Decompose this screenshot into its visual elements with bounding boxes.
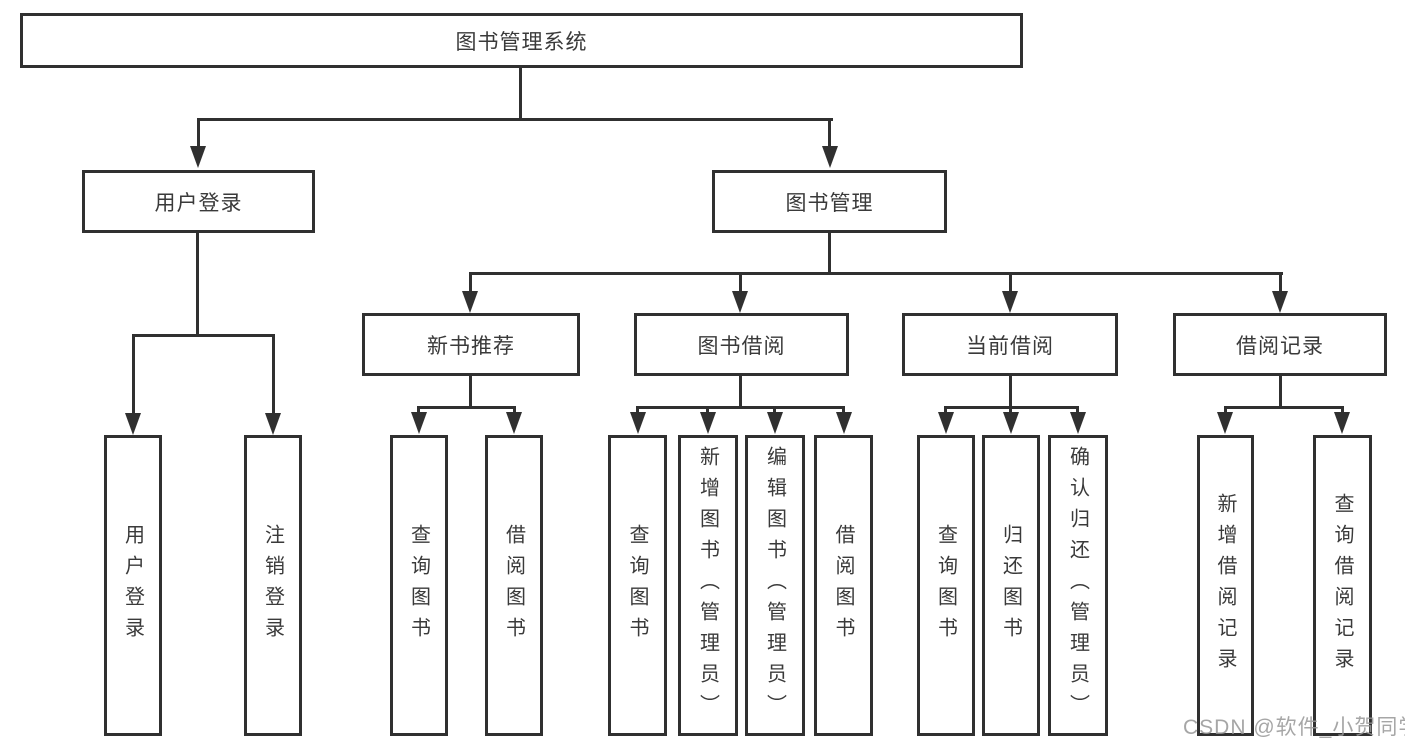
arrow-down-icon (506, 412, 522, 434)
node-new-book-recommend-label: 新书推荐 (427, 334, 515, 358)
node-user-login-label: 用户登录 (154, 191, 243, 215)
connector-stem-leaf (1341, 406, 1344, 414)
arrow-down-icon (732, 291, 748, 313)
connector-stem-leaf (513, 406, 516, 414)
connector-stem-leaf (132, 334, 135, 414)
csdn-watermark: CSDN @软件_小贺同学 (1183, 716, 1405, 739)
connector-records-split (1224, 406, 1344, 409)
node-borrow-records: 借阅记录 (1173, 313, 1387, 376)
arrow-down-icon (767, 412, 783, 434)
connector-stem-recommend (469, 272, 472, 294)
leaf-query-books-borrow: 查询图书 (608, 435, 667, 736)
arrow-down-icon (1334, 412, 1350, 434)
node-current-borrow-label: 当前借阅 (966, 334, 1054, 358)
connector-stem-records (1279, 272, 1282, 294)
connector-stem-leaf (842, 406, 845, 414)
node-current-borrow: 当前借阅 (902, 313, 1118, 376)
arrow-down-icon (700, 412, 716, 434)
connector-stem-leaf (417, 406, 420, 414)
leaf-confirm-return-admin-label: 确认归还（管理员） (1066, 446, 1089, 725)
connector-login-split (132, 334, 275, 337)
arrow-down-icon (1070, 412, 1086, 434)
node-book-management-label: 图书管理 (785, 191, 874, 215)
leaf-confirm-return-admin: 确认归还（管理员） (1048, 435, 1108, 736)
connector-stem-leaf (944, 406, 947, 414)
leaf-add-borrow-record: 新增借阅记录 (1197, 435, 1254, 736)
arrow-down-icon (938, 412, 954, 434)
leaf-query-books-borrow-label: 查询图书 (626, 523, 648, 648)
arrow-down-icon (1002, 291, 1018, 313)
leaf-borrow-books: 借阅图书 (814, 435, 873, 736)
connector-level2-split (197, 118, 833, 121)
arrow-down-icon (1003, 412, 1019, 434)
leaf-query-books-recommend: 查询图书 (390, 435, 448, 736)
leaf-query-borrow-record-label: 查询借阅记录 (1331, 492, 1353, 679)
leaf-borrow-books-recommend: 借阅图书 (485, 435, 543, 736)
node-book-management: 图书管理 (712, 170, 947, 233)
node-book-borrow: 图书借阅 (634, 313, 849, 376)
connector-records-stub (1279, 376, 1282, 409)
node-user-login: 用户登录 (82, 170, 315, 233)
connector-stem-leaf (1009, 406, 1012, 414)
connector-borrow-split (636, 406, 845, 409)
leaf-edit-book-admin: 编辑图书（管理员） (745, 435, 805, 736)
connector-stem-leaf (1224, 406, 1227, 414)
leaf-borrow-books-label: 借阅图书 (832, 523, 854, 648)
arrow-down-icon (265, 413, 281, 435)
connector-mgmt-stub (828, 230, 831, 275)
connector-current-stub (1009, 376, 1012, 409)
leaf-logout: 注销登录 (244, 435, 302, 736)
arrow-down-icon (836, 412, 852, 434)
connector-stem-leaf (636, 406, 639, 414)
leaf-borrow-books-recommend-label: 借阅图书 (502, 523, 525, 648)
leaf-logout-label: 注销登录 (261, 523, 284, 648)
leaf-add-borrow-record-label: 新增借阅记录 (1214, 492, 1236, 679)
arrow-down-icon (462, 291, 478, 313)
leaf-add-book-admin-label: 新增图书（管理员） (696, 446, 719, 725)
leaf-return-books: 归还图书 (982, 435, 1040, 736)
node-root: 图书管理系统 (20, 13, 1023, 68)
arrow-down-icon (125, 413, 141, 435)
connector-stem-leaf (706, 406, 709, 414)
connector-root-stub (519, 65, 522, 121)
leaf-query-books-current-label: 查询图书 (934, 523, 957, 648)
leaf-user-login-label: 用户登录 (121, 523, 144, 648)
connector-login-stub (196, 230, 199, 337)
connector-level3-split (469, 272, 1283, 275)
arrow-down-icon (1272, 291, 1288, 313)
connector-stem-leaf (1076, 406, 1079, 414)
node-borrow-records-label: 借阅记录 (1236, 334, 1324, 358)
connector-recommend-split (417, 406, 516, 409)
leaf-edit-book-admin-label: 编辑图书（管理员） (763, 446, 786, 725)
arrow-down-icon (630, 412, 646, 434)
connector-stem-current (1009, 272, 1012, 294)
arrow-down-icon (1217, 412, 1233, 434)
arrow-down-icon (190, 146, 206, 168)
connector-stem-borrow (739, 272, 742, 294)
connector-recommend-stub (469, 376, 472, 409)
node-root-label: 图书管理系统 (455, 30, 588, 54)
connector-stem-leaf (773, 406, 776, 414)
connector-stem-book-management (828, 118, 831, 150)
connector-stem-user-login (197, 118, 200, 150)
node-new-book-recommend: 新书推荐 (362, 313, 580, 376)
connector-borrow-stub (739, 376, 742, 409)
leaf-query-borrow-record: 查询借阅记录 (1313, 435, 1372, 736)
leaf-add-book-admin: 新增图书（管理员） (678, 435, 738, 736)
node-book-borrow-label: 图书借阅 (697, 334, 786, 358)
leaf-user-login: 用户登录 (104, 435, 162, 736)
leaf-query-books-current: 查询图书 (917, 435, 975, 736)
arrow-down-icon (411, 412, 427, 434)
leaf-query-books-recommend-label: 查询图书 (407, 523, 430, 648)
connector-stem-leaf (272, 334, 275, 414)
leaf-return-books-label: 归还图书 (999, 523, 1022, 648)
arrow-down-icon (822, 146, 838, 168)
